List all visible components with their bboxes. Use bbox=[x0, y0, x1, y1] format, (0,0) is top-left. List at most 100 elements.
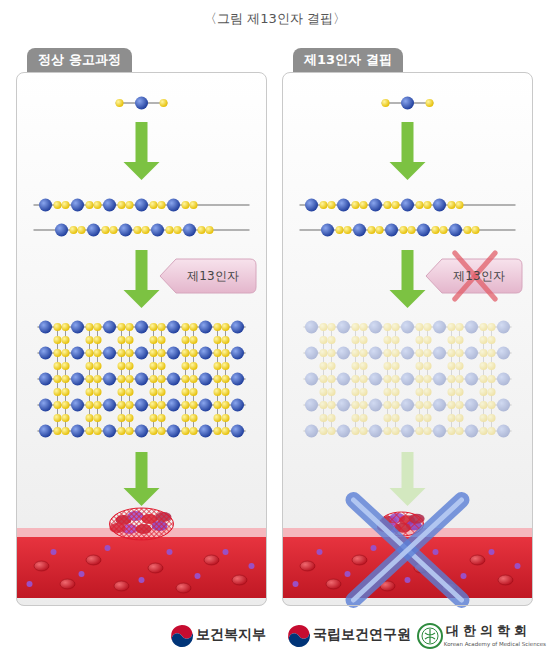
link-dot bbox=[118, 414, 126, 422]
fibrinogen-dot bbox=[167, 321, 180, 334]
fibrinogen-dot bbox=[39, 347, 52, 360]
link-dot bbox=[62, 349, 70, 357]
factor-tag: 제13인자 bbox=[160, 259, 256, 293]
fibrin-lattice bbox=[38, 321, 246, 438]
link-dot bbox=[352, 375, 360, 383]
link-dot bbox=[174, 226, 182, 234]
link-dot bbox=[392, 388, 400, 396]
link-dot bbox=[488, 323, 496, 331]
link-dot bbox=[384, 362, 392, 370]
link-dot bbox=[392, 362, 400, 370]
link-dot bbox=[456, 401, 464, 409]
link-dot bbox=[158, 362, 166, 370]
figure-title: 〈그림 제13인자 결핍〉 bbox=[0, 10, 550, 28]
arrow-shaft bbox=[136, 452, 148, 490]
link-dot bbox=[182, 427, 190, 435]
link-dot bbox=[360, 336, 368, 344]
link-dot bbox=[150, 375, 158, 383]
fibrinogen-dot bbox=[337, 399, 350, 412]
fibrinogen-dot bbox=[497, 347, 510, 360]
link-dot bbox=[440, 226, 448, 234]
link-dot bbox=[118, 401, 126, 409]
arrow-head bbox=[390, 488, 426, 506]
link-dot bbox=[190, 336, 198, 344]
link-dot bbox=[360, 362, 368, 370]
link-dot bbox=[54, 401, 62, 409]
link-dot bbox=[214, 401, 222, 409]
link-dot bbox=[336, 226, 344, 234]
link-dot bbox=[328, 401, 336, 409]
link-dot bbox=[488, 427, 496, 435]
platelet bbox=[51, 549, 57, 555]
factor-label: 제13인자 bbox=[177, 268, 238, 285]
fibrinogen-dot bbox=[433, 399, 446, 412]
link-dot bbox=[416, 323, 424, 331]
link-dot bbox=[360, 427, 368, 435]
link-dot bbox=[150, 401, 158, 409]
fibrinogen-dot bbox=[39, 321, 52, 334]
platelet bbox=[79, 571, 85, 577]
link-dot bbox=[424, 427, 432, 435]
cross-mark bbox=[354, 500, 462, 600]
fibrinogen-dot bbox=[231, 347, 244, 360]
fibrinogen-dot bbox=[135, 425, 148, 438]
fibrinogen-dot bbox=[369, 347, 382, 360]
link-dot bbox=[214, 336, 222, 344]
link-dot bbox=[488, 388, 496, 396]
link-dot bbox=[352, 349, 360, 357]
link-dot bbox=[190, 427, 198, 435]
fibrinogen-dot bbox=[337, 425, 350, 438]
fibrinogen-dot bbox=[135, 321, 148, 334]
link-dot bbox=[126, 375, 134, 383]
fibrinogen-dot bbox=[151, 224, 164, 237]
link-dot bbox=[116, 99, 124, 107]
panel-tab: 제13인자 결핍 bbox=[293, 48, 403, 72]
link-dot bbox=[384, 401, 392, 409]
link-dot bbox=[416, 388, 424, 396]
link-dot bbox=[384, 349, 392, 357]
fibrinogen-dot bbox=[103, 399, 116, 412]
fibrinogen-dot bbox=[135, 373, 148, 386]
red-blood-cell bbox=[326, 579, 341, 589]
red-blood-cell bbox=[300, 561, 315, 571]
link-dot bbox=[448, 336, 456, 344]
link-dot bbox=[62, 375, 70, 383]
link-dot bbox=[94, 414, 102, 422]
link-dot bbox=[352, 414, 360, 422]
link-dot bbox=[320, 401, 328, 409]
factor-tag: 제13인자 bbox=[426, 259, 522, 293]
fibrinogen-dot bbox=[167, 199, 180, 212]
clot-outline bbox=[110, 508, 174, 540]
fibrinogen-dot bbox=[135, 347, 148, 360]
fibrinogen-dot bbox=[103, 347, 116, 360]
link-dot bbox=[190, 201, 198, 209]
fibrinogen-dot bbox=[199, 373, 212, 386]
panel-illustration bbox=[282, 72, 533, 606]
link-dot bbox=[480, 362, 488, 370]
arrow-head bbox=[390, 290, 426, 308]
link-dot bbox=[94, 388, 102, 396]
fibrinogen-dot bbox=[135, 97, 148, 110]
fibrinogen-dot bbox=[103, 321, 116, 334]
cross-mark-highlight bbox=[354, 500, 462, 600]
link-dot bbox=[118, 336, 126, 344]
link-dot bbox=[320, 323, 328, 331]
link-dot bbox=[448, 414, 456, 422]
link-dot bbox=[480, 349, 488, 357]
link-dot bbox=[424, 388, 432, 396]
link-dot bbox=[328, 388, 336, 396]
link-dot bbox=[94, 375, 102, 383]
link-dot bbox=[392, 427, 400, 435]
link-dot bbox=[416, 414, 424, 422]
link-dot bbox=[62, 201, 70, 209]
link-dot bbox=[198, 226, 206, 234]
link-dot bbox=[182, 349, 190, 357]
arrow-head bbox=[124, 162, 160, 180]
fibrinogen-dot bbox=[199, 399, 212, 412]
fibrinogen-dot bbox=[337, 347, 350, 360]
link-dot bbox=[480, 388, 488, 396]
fibrinogen-dot bbox=[167, 373, 180, 386]
link-dot bbox=[448, 362, 456, 370]
link-dot bbox=[448, 388, 456, 396]
link-dot bbox=[78, 226, 86, 234]
